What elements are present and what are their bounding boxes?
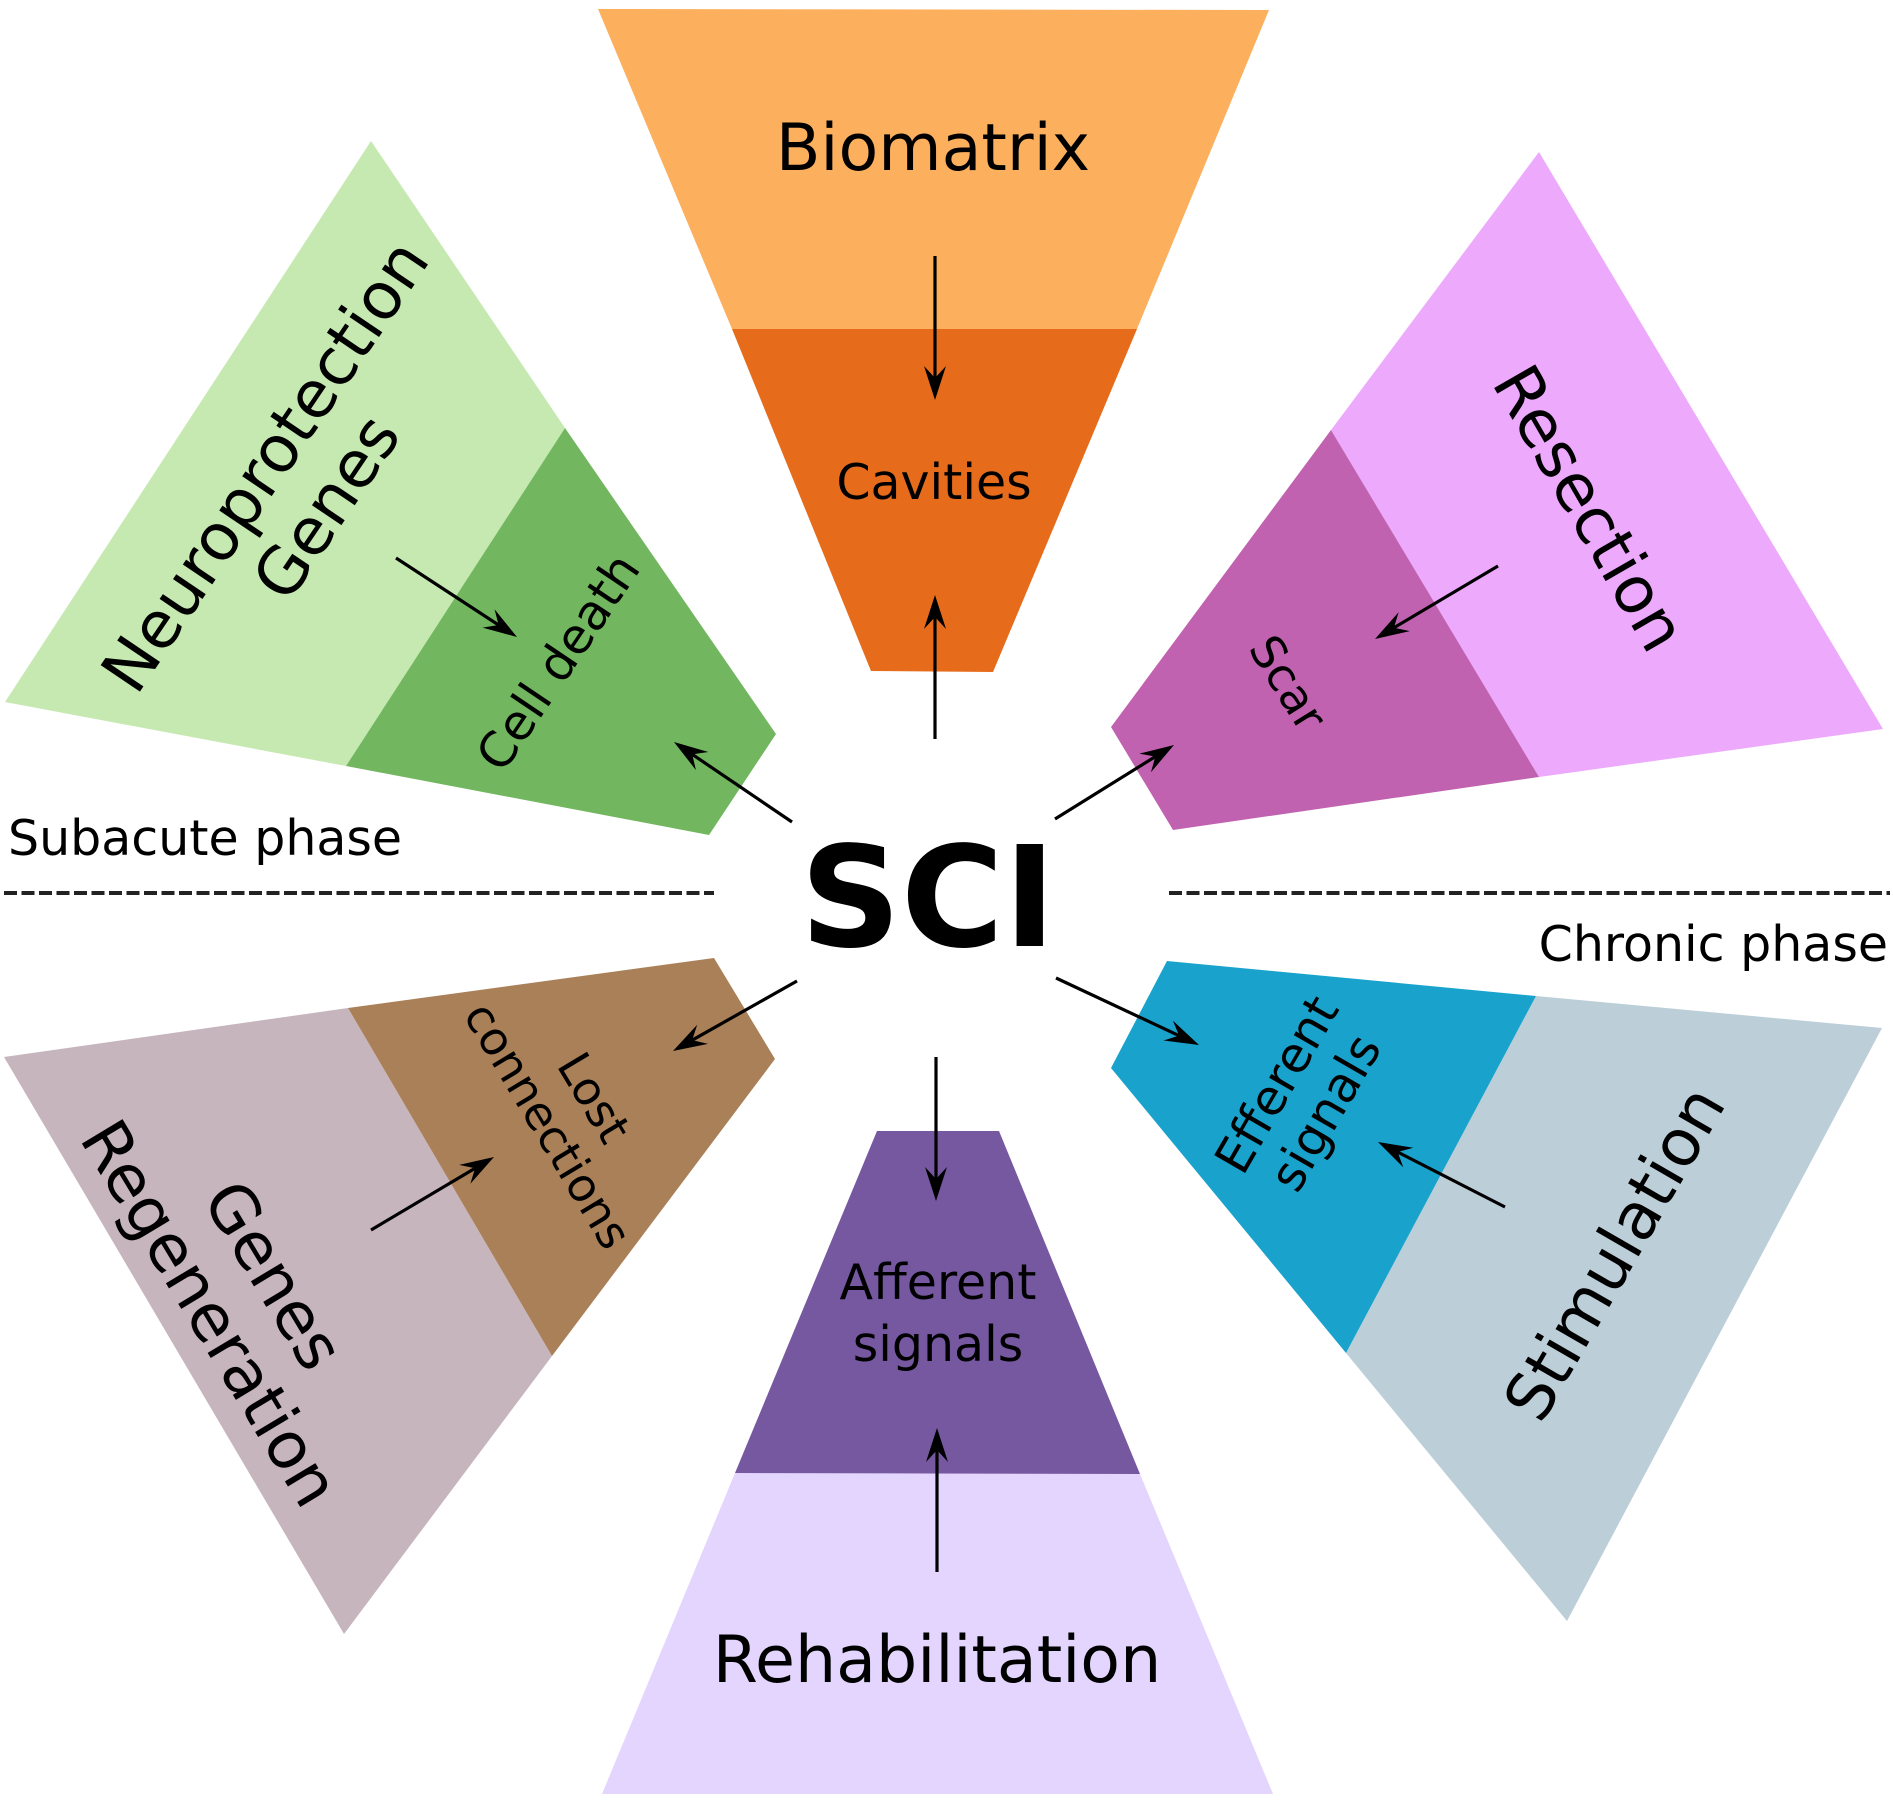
sci-center-title: SCI bbox=[800, 817, 1056, 980]
arrowhead-icon bbox=[925, 1167, 947, 1201]
afferent-signals-problem-region bbox=[735, 1131, 1140, 1474]
subacute-phase-label: Subacute phase bbox=[8, 810, 402, 867]
branch-resection: Resection Scar bbox=[1111, 152, 1883, 830]
arrow-shaft bbox=[395, 556, 500, 627]
stimulation-treatment-region bbox=[1346, 996, 1882, 1621]
branch-biomatrix: Biomatrix Cavities bbox=[598, 9, 1269, 672]
cavities-label: Cavities bbox=[836, 454, 1031, 511]
arrowhead-icon bbox=[926, 1428, 948, 1462]
arrowhead-icon bbox=[924, 595, 946, 629]
arrow-sci-to-efferent-signals bbox=[1055, 976, 1199, 1045]
cavities-problem-region bbox=[732, 329, 1137, 672]
arrow-biomatrix-to-cavities bbox=[924, 256, 946, 400]
arrow-sci-to-cavities bbox=[924, 595, 946, 739]
lost-connections-problem-region bbox=[348, 958, 775, 1356]
biomatrix-treatment-region bbox=[598, 9, 1269, 329]
arrow-sci-to-scar bbox=[1054, 745, 1174, 821]
arrowhead-icon bbox=[1375, 612, 1410, 639]
arrowhead-icon bbox=[1378, 1142, 1414, 1168]
arrow-sci-to-cell-death bbox=[674, 742, 793, 824]
arrow-shaft bbox=[1393, 564, 1499, 630]
afferent-label-line1: Afferent bbox=[840, 1254, 1037, 1311]
branch-neuroprotection: Neuroprotection Genes Cell death bbox=[5, 141, 776, 835]
arrowhead-icon bbox=[673, 1024, 709, 1051]
arrow-rehabilitation-to-afferent-signals bbox=[926, 1428, 948, 1572]
arrow-sci-to-afferent-signals bbox=[925, 1057, 947, 1201]
arrows-layer bbox=[370, 256, 1506, 1572]
arrowhead-icon bbox=[459, 1157, 494, 1184]
arrow-stimulation-to-efferent-signals bbox=[1378, 1142, 1506, 1209]
afferent-label-line2: signals bbox=[853, 1316, 1023, 1373]
arrow-shaft bbox=[691, 979, 798, 1042]
arrow-shaft bbox=[1055, 976, 1180, 1038]
neuroprotection-treatment-region bbox=[5, 141, 565, 766]
scar-problem-region bbox=[1111, 430, 1539, 830]
arrowhead-icon bbox=[924, 366, 946, 400]
branch-stimulation: Stimulation Efferent signals bbox=[1111, 961, 1882, 1621]
arrow-genes-regeneration-to-lost-connections bbox=[370, 1157, 494, 1232]
branch-rehabilitation: Afferent signals Rehabilitation bbox=[602, 1131, 1273, 1794]
arrow-shaft bbox=[370, 1166, 476, 1232]
arrowhead-icon bbox=[482, 609, 517, 637]
regeneration-treatment-region bbox=[4, 1008, 552, 1634]
arrow-sci-to-lost-connections bbox=[673, 979, 798, 1051]
resection-treatment-region bbox=[1331, 152, 1883, 777]
biomatrix-label: Biomatrix bbox=[776, 111, 1090, 186]
arrow-shaft bbox=[1054, 755, 1157, 821]
arrow-shaft bbox=[1396, 1150, 1506, 1209]
arrow-neuroprotection-genes-to-cell-death bbox=[395, 556, 517, 637]
cell-death-problem-region bbox=[346, 428, 776, 835]
chronic-phase-label: Chronic phase bbox=[1539, 916, 1888, 973]
branch-regeneration: Genes Regeneration Lost connections bbox=[4, 958, 775, 1634]
arrowhead-icon bbox=[674, 742, 709, 771]
arrow-shaft bbox=[691, 753, 793, 824]
arrowhead-icon bbox=[1163, 1020, 1199, 1045]
arrow-resection-to-scar bbox=[1375, 564, 1499, 639]
efferent-signals-problem-region bbox=[1111, 961, 1536, 1353]
rehabilitation-label: Rehabilitation bbox=[713, 1623, 1162, 1698]
rehabilitation-treatment-region bbox=[602, 1473, 1273, 1794]
arrowhead-icon bbox=[1139, 745, 1174, 773]
